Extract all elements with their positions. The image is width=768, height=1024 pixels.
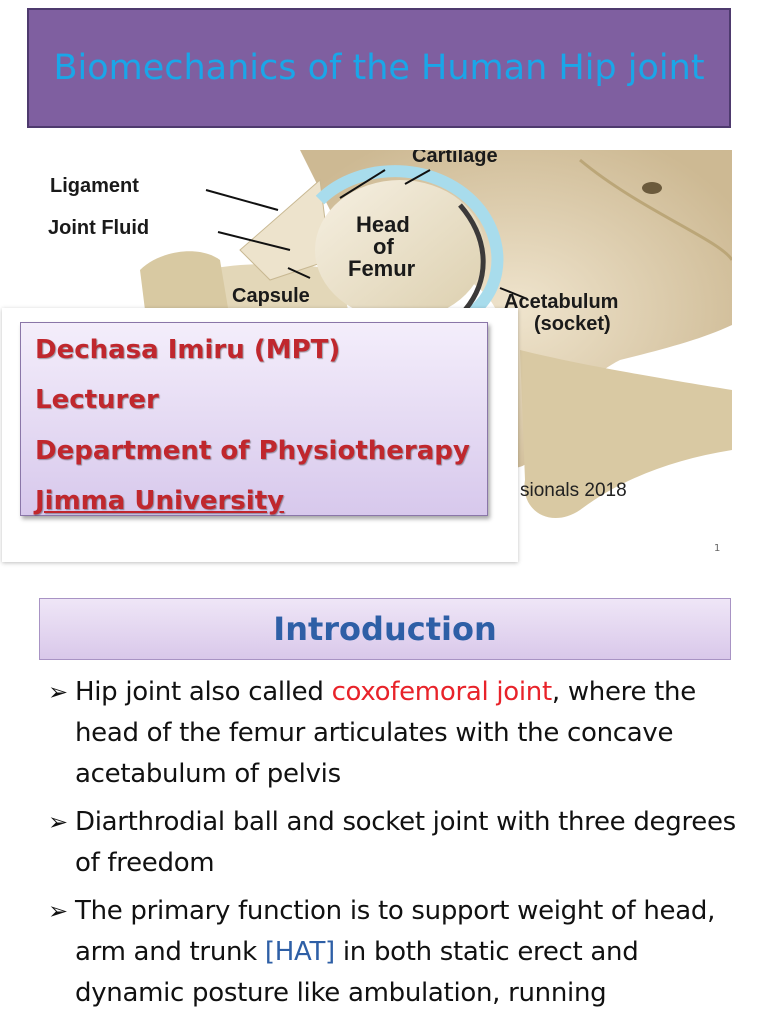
- arrow-bullet-icon: ➢: [48, 678, 68, 706]
- intro-bullet-list: ➢ Hip joint also called coxofemoral join…: [48, 672, 748, 1021]
- bullet-item: ➢ Hip joint also called coxofemoral join…: [48, 672, 748, 795]
- page-number: 1: [714, 543, 721, 554]
- arrow-bullet-icon: ➢: [48, 897, 68, 925]
- bullet-text: , where the head of the femur articulate…: [75, 677, 696, 789]
- intro-heading-box: Introduction: [39, 598, 731, 660]
- bullet-item: ➢ Diarthrodial ball and socket joint wit…: [48, 802, 748, 884]
- bullet-text: Hip joint also called: [75, 677, 332, 707]
- label-of: of: [373, 234, 394, 259]
- label-cartilage: Cartilage: [412, 150, 498, 167]
- slide-title-box: Biomechanics of the Human Hip joint: [27, 8, 731, 128]
- femur-trochanter: [140, 251, 230, 326]
- pelvis-ridge: [579, 158, 732, 261]
- author-role: Lecturer: [35, 385, 159, 415]
- bullet-text: in both static erect and dynamic posture…: [75, 937, 639, 1008]
- label-capsule: Capsule: [232, 285, 310, 307]
- cartilage-ring: [315, 165, 504, 326]
- label-arrows: [205, 169, 526, 299]
- bullet-text: Diarthrodial ball and socket joint with …: [75, 807, 736, 878]
- label-femur: Femur: [348, 256, 416, 281]
- bullet-highlight-term: [HAT]: [264, 937, 335, 967]
- label-ligament: Ligament: [50, 175, 139, 197]
- label-socket: (socket): [534, 313, 611, 335]
- socket-arc: [458, 203, 486, 312]
- author-department: Department of Physiotherapy: [35, 436, 470, 466]
- image-credit: sionals 2018: [520, 480, 627, 501]
- bullet-text: The primary function is to support weigh…: [75, 896, 716, 967]
- author-info-box: Dechasa Imiru (MPT) Lecturer Department …: [20, 322, 488, 516]
- slide-title: Biomechanics of the Human Hip joint: [53, 47, 705, 88]
- label-acetabulum: Acetabulum: [504, 291, 618, 313]
- arrow-bullet-icon: ➢: [48, 808, 68, 836]
- pelvis-hole: [642, 182, 662, 194]
- pelvis-lower: [520, 350, 732, 519]
- label-joint-fluid: Joint Fluid: [48, 217, 149, 239]
- author-name: Dechasa Imiru (MPT): [35, 335, 341, 365]
- label-head: Head: [356, 212, 410, 237]
- bullet-item: ➢ The primary function is to support wei…: [48, 891, 748, 1014]
- femur-head: [315, 180, 485, 320]
- author-university: Jimma University: [35, 486, 285, 516]
- intro-heading: Introduction: [273, 610, 497, 648]
- bullet-highlight-term: coxofemoral joint: [331, 677, 553, 707]
